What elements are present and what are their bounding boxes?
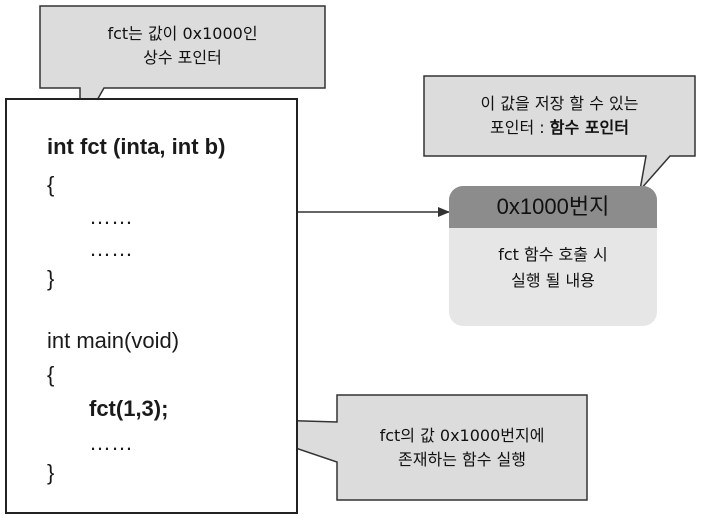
code-close-brace-2: } [47,460,55,485]
code-main-signature: int main(void) [47,328,180,353]
callout-right-line2-bold: 함수 포인터 [549,118,629,137]
memory-line2: 실행 될 내용 [511,271,595,290]
memory-line1: fct 함수 호출 시 [498,245,608,264]
callout-right-line2-prefix: 포인터 : [490,118,550,137]
callout-bottom-line2: 존재하는 함수 실행 [398,450,526,469]
code-dots-2: …… [89,236,133,261]
code-open-brace-2: { [47,362,55,387]
memory-address: 0x1000번지 [449,186,657,228]
callout-top-line1: fct는 값이 0x1000인 [107,24,258,43]
code-open-brace-1: { [47,172,55,197]
callout-right-shape [423,75,696,193]
callout-top-text: fct는 값이 0x1000인 상수 포인터 [40,22,325,70]
memory-box: 0x1000번지 fct 함수 호출 시 실행 될 내용 [449,186,657,326]
memory-body: fct 함수 호출 시 실행 될 내용 [449,228,657,294]
callout-right-line1: 이 값을 저장 할 수 있는 [480,94,639,113]
callout-right-line2: 포인터 : 함수 포인터 [424,116,695,140]
callout-right-text: 이 값을 저장 할 수 있는 포인터 : 함수 포인터 [424,92,695,140]
callout-top-line2: 상수 포인터 [143,48,222,67]
code-fct-signature: int fct (inta, int b) [47,134,226,159]
code-dots-1: …… [89,204,133,229]
code-close-brace-1: } [47,266,55,291]
callout-bottom-shape [206,394,588,501]
code-box: int fct (inta, int b) { …… …… } int main… [5,98,298,514]
callout-bottom-text: fct의 값 0x1000번지에 존재하는 함수 실행 [337,424,587,472]
code-dots-3: …… [89,430,133,455]
code-fct-call: fct(1,3); [89,396,169,421]
callout-bottom-line1: fct의 값 0x1000번지에 [379,426,545,445]
